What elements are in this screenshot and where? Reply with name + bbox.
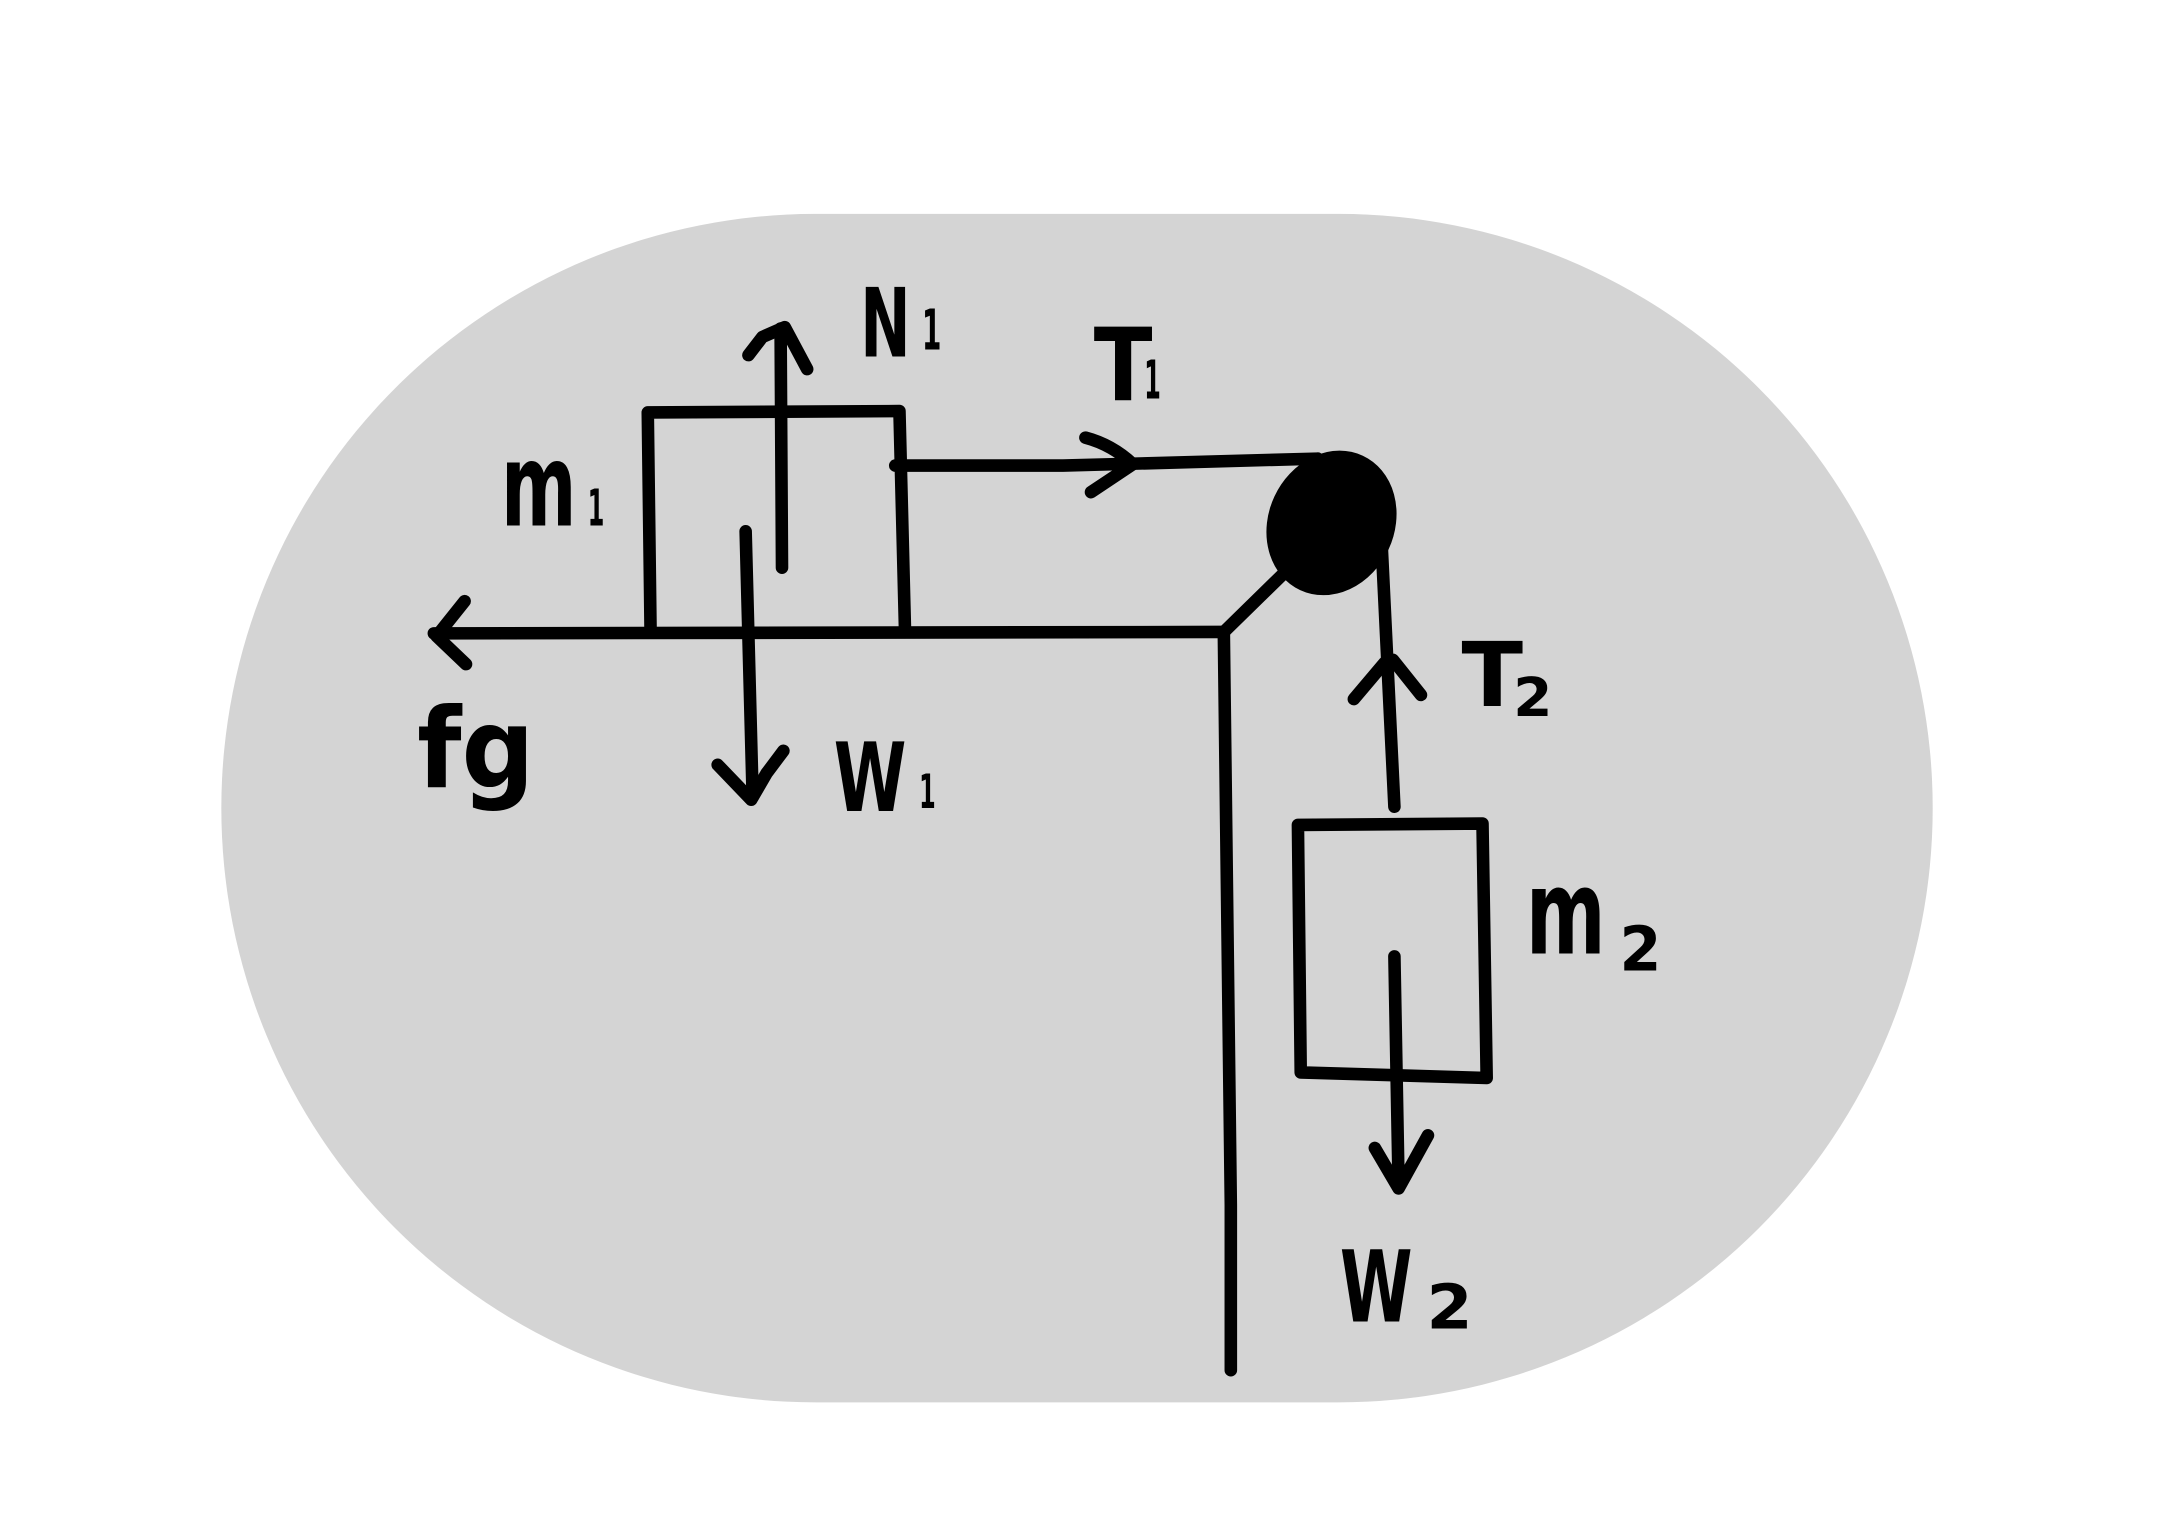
label-t1-base: T <box>1094 307 1153 424</box>
label-n1-subscript: 1 <box>922 299 942 364</box>
label-m2-base: m <box>1526 845 1606 982</box>
label-t1-subscript: 1 <box>1144 349 1161 411</box>
label-n1-base: N <box>860 270 910 380</box>
normal-n1-arrow-shaft <box>774 322 789 574</box>
rope-horizontal <box>888 452 1324 472</box>
table-edge-line <box>1217 625 1238 1377</box>
label-w2-base: W <box>1340 1230 1413 1345</box>
label-fg: fg <box>417 685 534 814</box>
label-w1-base: W <box>834 724 907 834</box>
pulley-support-line <box>1217 564 1294 639</box>
label-m1-subscript: 1 <box>588 479 605 538</box>
weight-w2-arrowhead <box>1368 1129 1435 1195</box>
label-t2-base: T <box>1462 624 1524 728</box>
label-m2-subscript: 2 <box>1620 913 1662 985</box>
block-m2 <box>1291 817 1493 1085</box>
label-w1-subscript: 1 <box>919 765 936 820</box>
tension-t1-arrowhead <box>1079 431 1140 499</box>
rope-vertical <box>1375 541 1401 814</box>
label-m1-base: m <box>501 421 577 554</box>
label-t2-subscript: 2 <box>1513 667 1552 729</box>
friction-fg-arrowhead <box>430 594 473 671</box>
normal-n1-arrowhead <box>742 320 814 376</box>
weight-w1-arrowhead <box>711 744 790 807</box>
label-w2-subscript: 2 <box>1427 1271 1473 1343</box>
weight-w2-arrow-shaft <box>1388 950 1405 1192</box>
tension-t2-arrowhead <box>1347 653 1428 706</box>
table-surface-line <box>427 625 1231 640</box>
block-m1 <box>641 404 912 639</box>
weight-w1-arrow-shaft <box>739 525 759 804</box>
